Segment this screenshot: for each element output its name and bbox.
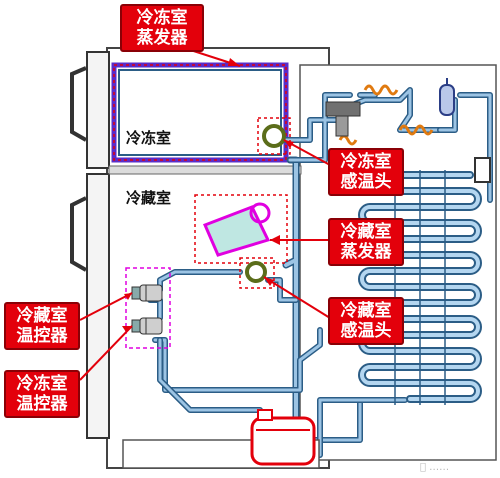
callout-fridge-thermostat-line1: 冷藏室 [16,306,68,326]
callout-freezer-evaporator-line1: 冷冻室 [136,8,188,28]
callout-arrowheads [122,58,294,332]
capillary-coil-top [363,84,399,96]
callout-freezer-evaporator: 冷冻室 蒸发器 [120,4,204,52]
fridge-sensor-highlight [239,257,275,289]
callout-fridge-evaporator-line2: 蒸发器 [340,242,392,262]
callout-freezer-thermostat-line2: 温控器 [16,394,68,414]
freezer-sensor-highlight [257,117,291,155]
callout-freezer-thermostat-line1: 冷冻室 [16,374,68,394]
callout-fridge-thermostat-line2: 温控器 [16,326,68,346]
dryer-filter [439,78,455,116]
callout-fridge-evaporator-line1: 冷藏室 [340,222,392,242]
fridge-evaporator-highlight [194,194,288,264]
callout-freezer-sensor-line2: 感温头 [340,172,392,192]
callout-fridge-sensor-line2: 感温头 [340,321,392,341]
fridge-compartment-label: 冷藏室 [126,189,172,207]
fridge-thermostat [131,284,163,302]
callout-fridge-sensor-line1: 冷藏室 [340,301,392,321]
thermostat-group-highlight [125,267,171,349]
capillary-coil-left [338,134,358,146]
watermark:  …… [420,462,449,473]
freezer-evaporator-inner [118,69,282,156]
valve-block [325,101,361,137]
callout-freezer-sensor: 冷冻室 感温头 [328,148,404,196]
refrigerant-pipes [147,87,493,459]
fridge-evaporator-loop [249,202,271,224]
callout-freezer-sensor-line1: 冷冻室 [340,152,392,172]
callout-fridge-evaporator: 冷藏室 蒸发器 [328,218,404,266]
freezer-thermostat [131,317,163,335]
fridge-sensor [245,261,267,283]
freezer-compartment-label: 冷冻室 [126,129,172,147]
compartment-divider [108,165,302,175]
callout-freezer-evaporator-line2: 蒸发器 [136,28,188,48]
freezer-evaporator-highlight [113,64,287,161]
callout-freezer-thermostat: 冷冻室 温控器 [4,370,80,418]
freezer-door-handle [70,66,87,142]
capillary-coil-mid [398,124,434,136]
compressor [250,409,316,466]
condenser-bracket [474,157,491,183]
freezer-door [86,51,110,169]
fridge-door-handle [70,196,87,272]
callout-fridge-sensor: 冷藏室 感温头 [328,297,404,345]
callout-fridge-thermostat: 冷藏室 温控器 [4,302,80,350]
freezer-sensor [262,124,286,148]
